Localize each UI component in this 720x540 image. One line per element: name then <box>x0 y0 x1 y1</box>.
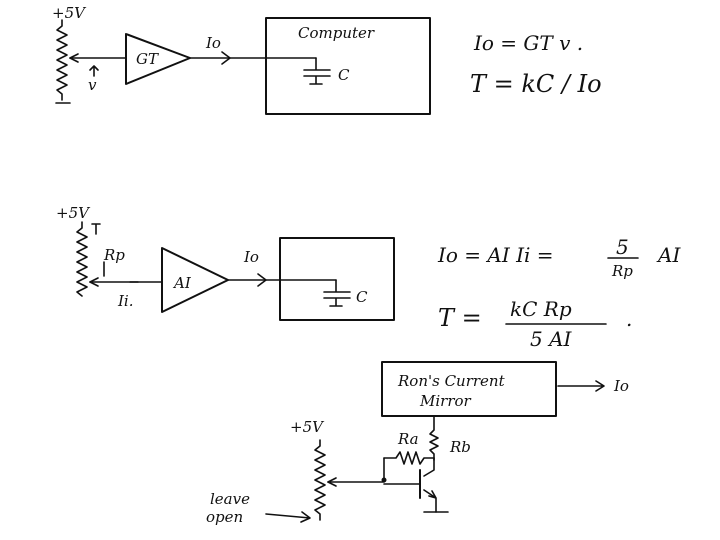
c1-output-label: Io <box>205 34 221 52</box>
c2-io-fraction-denominator: Rp <box>611 262 633 280</box>
c2-amplifier-label: AI <box>172 274 192 292</box>
c3-supply-label: +5V <box>290 418 325 436</box>
mirror-output-arrow <box>557 380 605 392</box>
c1-t-equation: T = kC / Io <box>470 70 602 98</box>
transistor-collector <box>423 457 435 477</box>
c2-io-equation-lhs: Io = AI Ii = <box>437 243 554 267</box>
c2-potentiometer <box>76 221 88 297</box>
c1-voltage-arrow <box>89 65 99 77</box>
c2-supply-label: +5V <box>56 204 91 222</box>
circuit-1: +5V v GT Io Computer C <box>52 4 431 115</box>
c1-amplifier-label: GT <box>136 50 159 68</box>
circuit-2: +5V Rp Ii. AI Io C <box>56 204 395 321</box>
leave-open-arrow <box>265 511 311 523</box>
c1-computer-box <box>265 17 431 115</box>
c2-pot-label: Rp <box>103 246 125 264</box>
c1-wiper-arrow <box>69 53 79 63</box>
c1-potentiometer <box>56 19 68 101</box>
c1-output-arrow <box>221 51 231 65</box>
c3-wiper-arrow <box>327 477 337 487</box>
c2-t-equation-dot: . <box>626 307 632 331</box>
current-mirror-label-line2: Mirror <box>419 392 472 410</box>
c3-potentiometer <box>314 439 326 521</box>
c2-capacitor-label: C <box>356 288 368 306</box>
c1-capacitor-label: C <box>338 66 350 84</box>
resistor-ra-label: Ra <box>397 430 419 448</box>
c1-io-equation: Io = GT v . <box>473 31 583 55</box>
c1-amplifier <box>125 33 191 85</box>
leave-open-line1: leave <box>210 490 250 508</box>
resistor-rb-label: Rb <box>449 438 471 456</box>
leave-open-line2: open <box>206 508 243 526</box>
c2-input-label: Ii. <box>117 292 134 310</box>
current-mirror-box <box>381 361 557 417</box>
c2-capacitor <box>323 279 351 307</box>
c2-t-fraction-numerator: kC Rp <box>510 297 572 321</box>
c2-pot-marker <box>91 223 101 235</box>
c2-output-arrow <box>257 273 267 287</box>
transistor-emitter <box>423 489 437 513</box>
c1-supply-label: +5V <box>52 4 87 22</box>
c1-voltage-label: v <box>88 76 97 94</box>
resistor-rb <box>429 415 439 461</box>
c2-computer-box <box>279 237 395 321</box>
c2-amplifier <box>161 247 229 313</box>
c2-t-fraction-denominator: 5 AI <box>530 327 573 351</box>
circuit-3: Ron's Current Mirror Io Rb Ra +5V leave … <box>206 361 629 526</box>
c1-computer-label: Computer <box>298 24 375 42</box>
c2-wiper-arrow <box>89 277 99 287</box>
c2-t-equation-lhs: T = <box>438 304 482 332</box>
c2-io-equation-rhs: AI <box>656 243 681 267</box>
c1-capacitor <box>303 57 331 85</box>
resistor-ra <box>383 451 435 465</box>
c2-io-fraction-numerator: 5 <box>616 235 629 259</box>
current-mirror-label-line1: Ron's Current <box>397 372 506 390</box>
mirror-output-label: Io <box>613 377 629 395</box>
c2-output-label: Io <box>243 248 259 266</box>
